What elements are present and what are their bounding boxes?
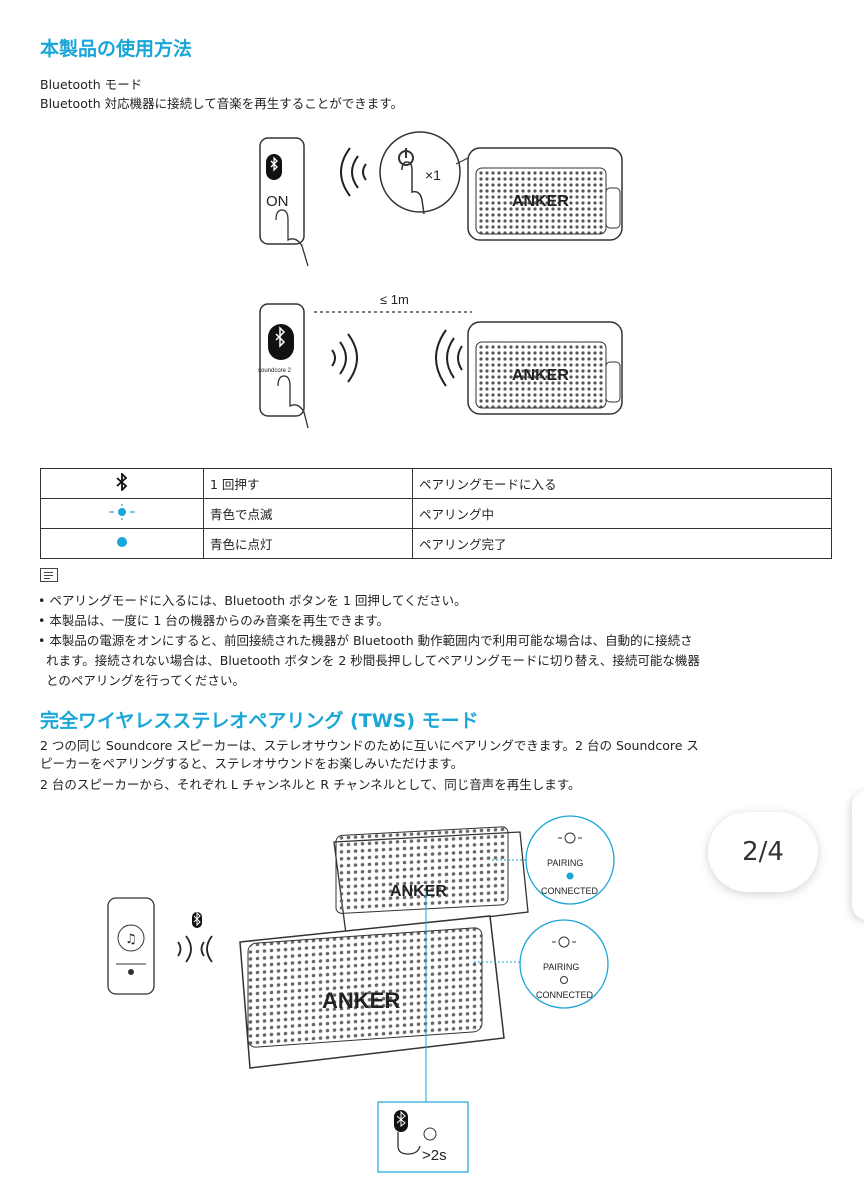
table-row: 青色に点灯 ペアリング完了 [40,528,832,559]
press-count: ×1 [425,167,441,183]
brand-label: ANKER [512,193,569,210]
bluetooth-icon [192,911,202,928]
note-item: • 本製品は、一度に 1 台の機器からのみ音楽を再生できます。 [38,613,389,628]
brand-label: ANKER [512,367,569,384]
tws-pairing-illustration: ♫ ANKER ANKER PAIRING CONNECTED PAIRING … [107,815,615,1173]
pairing-label: PAIRING [547,858,583,868]
signal-waves-icon [340,147,367,197]
bluetooth-pairing-illustration: ON ×1 ANKER ≤ 1m soundcore 2 [258,131,623,429]
blue-blinking-led-icon [109,504,135,520]
phone-on-label: ON [266,193,289,210]
speaker-1: ANKER [467,147,623,241]
section-title: 完全ワイヤレスステレオペアリング (TWS) モード [40,710,479,732]
signal-waves-icon [177,935,213,963]
connected-label: CONNECTED [541,886,599,896]
section-title: 本製品の使用方法 [40,38,193,60]
brand-label: ANKER [390,883,447,900]
table-row: 1 回押す ペアリングモードに入る [40,468,832,499]
svg-text:♫: ♫ [125,932,137,947]
phone-icon: ON [259,137,309,267]
speaker-2: ANKER [467,321,623,415]
phone-icon: ♫ [107,897,155,995]
phone-device-name: soundcore 2 [258,368,292,374]
phone-icon: soundcore 2 [258,303,309,429]
page-indicator: 2/4 [708,812,818,892]
brand-label: ANKER [322,988,400,1013]
body-text: ピーカーをペアリングすると、ステレオサウンドをお楽しみいただけます。 [40,756,464,771]
led-callout-2 [519,919,609,1009]
table-cell-action: 青色で点滅 [203,498,413,529]
note-icon [40,568,58,582]
mode-label: Bluetooth モード [40,77,143,92]
intro-text: Bluetooth 対応機器に接続して音楽を再生することができます。 [40,96,404,111]
led-callout-1 [525,815,615,905]
signal-waves-icon [331,333,358,383]
bluetooth-icon [116,471,128,493]
table-cell-action: 青色に点灯 [203,528,413,559]
table-cell-result: ペアリング中 [412,498,832,529]
table-cell-icon [40,528,204,559]
hold-duration: >2s [422,1147,447,1164]
table-cell-icon [40,468,204,499]
speaker-back: ANKER [333,826,529,935]
next-page-edge[interactable] [852,790,864,920]
press-detail-circle [379,131,461,213]
power-button-icon [398,148,414,166]
note-item: • ペアリングモードに入るには、Bluetooth ボタンを 1 回押してくださ… [38,593,467,608]
connected-label: CONNECTED [536,990,594,1000]
blue-solid-led-icon [117,537,127,547]
body-text: 2 つの同じ Soundcore スピーカーは、ステレオサウンドのために互いにペ… [40,738,699,753]
pairing-label: PAIRING [543,962,579,972]
table-cell-action: 1 回押す [203,468,413,499]
led-status-table: 1 回押す ペアリングモードに入る 青色で点滅 ペアリング中 青色に点灯 ペアリ… [40,468,832,559]
speaker-front: ANKER [239,915,505,1069]
table-cell-icon [40,498,204,529]
note-item: とのペアリングを行ってください。 [46,673,245,688]
note-item: れます。接続されない場合は、Bluetooth ボタンを 2 秒間長押ししてペア… [46,653,700,668]
table-cell-result: ペアリング完了 [412,528,832,559]
body-text: 2 台のスピーカーから、それぞれ L チャンネルと R チャンネルとして、同じ音… [40,777,581,792]
table-cell-result: ペアリングモードに入る [412,468,832,499]
distance-label: ≤ 1m [380,292,409,307]
note-item: • 本製品の電源をオンにすると、前回接続された機器が Bluetooth 動作範… [38,633,693,648]
table-row: 青色で点滅 ペアリング中 [40,498,832,529]
hold-button-detail [377,1101,469,1173]
signal-waves-icon [435,329,463,387]
clock-icon [423,1127,437,1141]
